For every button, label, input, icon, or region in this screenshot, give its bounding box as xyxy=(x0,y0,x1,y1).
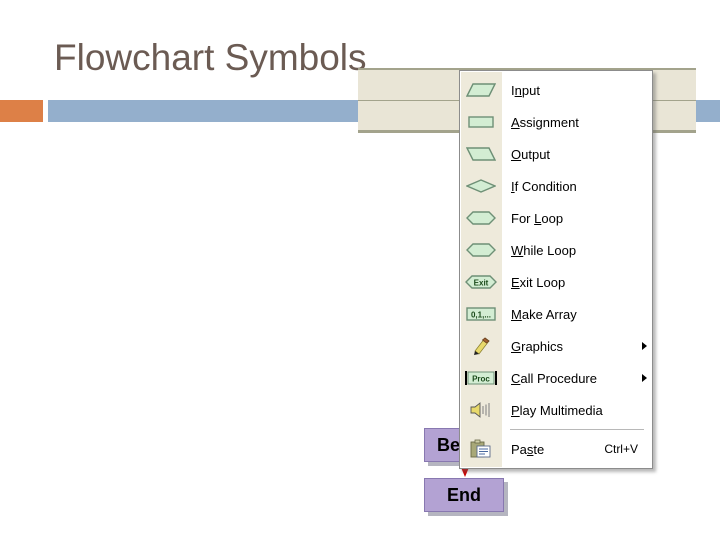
menu-item-label: For Loop xyxy=(511,210,564,226)
rule-orange-segment xyxy=(0,100,43,122)
menu-item-for-loop[interactable]: For Loop xyxy=(460,202,652,234)
page-title: Flowchart Symbols xyxy=(54,37,367,78)
svg-text:Exit: Exit xyxy=(474,279,489,288)
menu-item-while-loop[interactable]: While Loop xyxy=(460,234,652,266)
parallelogram-right-icon xyxy=(460,74,502,106)
pencil-icon xyxy=(460,330,502,362)
rectangle-icon xyxy=(460,106,502,138)
menu-item-accelerator: Ctrl+V xyxy=(604,442,638,456)
hexagon-icon xyxy=(460,202,502,234)
chevron-right-icon xyxy=(636,374,652,382)
menu-item-make-array[interactable]: 0,1,... Make Array xyxy=(460,298,652,330)
hexagon-icon xyxy=(460,234,502,266)
menu-item-call-procedure[interactable]: Proc Call Procedure xyxy=(460,362,652,394)
array-box-icon: 0,1,... xyxy=(460,298,502,330)
chevron-right-icon xyxy=(636,342,652,350)
flowchart-end-label: End xyxy=(447,484,481,505)
menu-item-label: Assignment xyxy=(511,114,579,130)
paste-clipboard-icon xyxy=(460,433,502,465)
menu-item-output[interactable]: Output xyxy=(460,138,652,170)
menu-item-exit-loop[interactable]: Exit Exit Loop xyxy=(460,266,652,298)
menu-item-label: If Condition xyxy=(511,178,577,194)
context-menu[interactable]: Input Assignment Output If Condition For… xyxy=(459,70,653,469)
menu-item-label: Output xyxy=(511,146,551,162)
menu-separator xyxy=(510,429,644,430)
menu-item-play-multimedia[interactable]: Play Multimedia xyxy=(460,394,652,426)
menu-item-label: Input xyxy=(511,82,540,98)
flowchart-begin-label: Be xyxy=(437,434,461,455)
svg-text:0,1,...: 0,1,... xyxy=(471,311,491,320)
menu-item-label: Play Multimedia xyxy=(511,402,603,418)
speaker-icon xyxy=(460,394,502,426)
menu-item-label: Graphics xyxy=(511,338,564,354)
menu-item-label: Make Array xyxy=(511,306,577,322)
diamond-icon xyxy=(460,170,502,202)
svg-text:Proc: Proc xyxy=(472,375,490,384)
menu-item-input[interactable]: Input xyxy=(460,74,652,106)
menu-item-graphics[interactable]: Graphics xyxy=(460,330,652,362)
proc-icon: Proc xyxy=(460,362,502,394)
menu-icon-gutter xyxy=(461,72,502,467)
menu-item-label: While Loop xyxy=(511,242,577,258)
menu-item-label: Paste xyxy=(511,441,545,457)
menu-item-paste[interactable]: Paste Ctrl+V xyxy=(460,433,652,465)
parallelogram-left-icon xyxy=(460,138,502,170)
menu-item-label: Call Procedure xyxy=(511,370,597,386)
menu-item-label: Exit Loop xyxy=(511,274,566,290)
exit-hexagon-icon: Exit xyxy=(460,266,502,298)
menu-item-if-condition[interactable]: If Condition xyxy=(460,170,652,202)
menu-item-assignment[interactable]: Assignment xyxy=(460,106,652,138)
flowchart-end-box[interactable]: End xyxy=(424,478,504,512)
